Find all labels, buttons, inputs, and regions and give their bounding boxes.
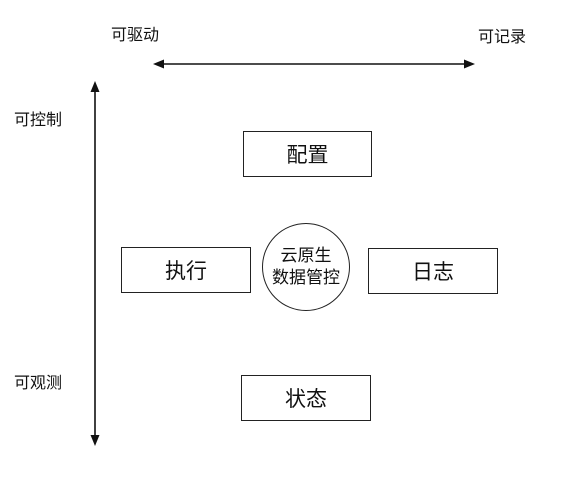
arrowhead-up (90, 81, 100, 92)
center-hub-line1: 云原生 (280, 246, 332, 266)
center-hub: 云原生 数据管控 (262, 223, 350, 311)
horizontal-axis-arrow (153, 59, 475, 69)
axis-label-observable: 可观测 (14, 373, 63, 392)
node-config: 配置 (243, 131, 372, 177)
node-status: 状态 (241, 375, 371, 421)
center-hub-line2: 数据管控 (272, 268, 340, 288)
axis-label-drivable: 可驱动 (111, 25, 160, 44)
node-execution: 执行 (121, 247, 251, 293)
axis-label-controllable: 可控制 (14, 110, 63, 129)
vertical-axis-arrow (90, 81, 100, 446)
node-log: 日志 (368, 248, 498, 294)
arrowhead-left (153, 59, 164, 69)
arrowhead-right (464, 59, 475, 69)
axis-label-recordable: 可记录 (478, 27, 527, 46)
arrowhead-down (90, 435, 100, 446)
